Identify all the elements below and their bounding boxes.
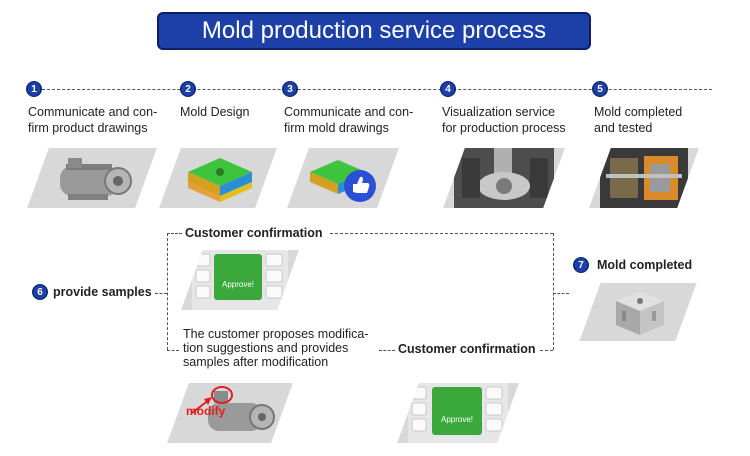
approve-key-label-bottom: Approve! [440,415,474,424]
step-7-image [579,283,697,341]
page-title: Mold production service process [157,12,591,50]
approve-key-label-top: Approve! [221,280,255,289]
step-7-number: 7 [575,258,587,272]
modify-annotation: modify [186,404,226,418]
step-5-image [589,148,699,208]
modification-text: The customer proposes modifica- tion sug… [183,327,369,369]
step-1-number: 1 [28,82,40,96]
branch-top-right-dash [330,233,553,234]
step-7-label: Mold completed [597,258,693,272]
step-5-label: Mold completed and tested [594,105,683,135]
step-6-badge: 6 [32,284,48,300]
step-4-label: Visualization service for production pro… [442,105,566,135]
step-3-badge: 3 [282,81,298,97]
approve-keyboard-image-bottom: Approve! [397,383,519,443]
step-4-number: 4 [442,82,454,96]
customer-confirmation-bottom-label: Customer confirmation [398,342,536,356]
step-2-label: Mold Design [180,105,250,119]
mold-block-icon [616,291,664,335]
step-3-image [287,148,399,208]
keyboard-icon [192,250,288,310]
branch-bottom-mid-dash [379,350,395,351]
motor-housing-icon [191,386,275,431]
branch-bottom-left-dash [167,350,179,351]
step-5-badge: 5 [592,81,608,97]
step-3-label: Communicate and con- firm mold drawings [284,105,414,135]
keyboard-icon [408,383,508,443]
step-6-number: 6 [34,285,46,299]
timeline-line [42,89,712,90]
step-3-number: 3 [284,82,296,96]
mold-approved-icon [310,160,376,202]
mold-design-icon [188,158,252,202]
motor-housing-icon [60,158,132,200]
step-6-label: provide samples [53,285,152,299]
injection-machine-icon [600,148,688,208]
step-4-badge: 4 [440,81,456,97]
step-2-badge: 2 [180,81,196,97]
customer-confirmation-top-label: Customer confirmation [185,226,323,240]
step-5-number: 5 [594,82,606,96]
step-1-label: Communicate and con- firm product drawin… [28,105,158,135]
machining-icon [454,148,554,208]
page-title-text: Mold production service process [201,17,547,44]
step-2-number: 2 [182,82,194,96]
modified-sample-image [167,383,293,443]
step-7-badge: 7 [573,257,589,273]
step-1-image [27,148,157,208]
branch-bottom-right-dash [540,350,553,351]
step-4-image [443,148,565,208]
branch-left-dash [167,233,168,350]
approve-keyboard-image-top: Approve! [181,250,299,310]
branch-top-left-dash [167,233,182,234]
step-2-image [159,148,277,208]
step-1-badge: 1 [26,81,42,97]
branch-right-dash [553,233,554,350]
step-6-connector [155,293,167,294]
step-7-connector [553,293,569,294]
